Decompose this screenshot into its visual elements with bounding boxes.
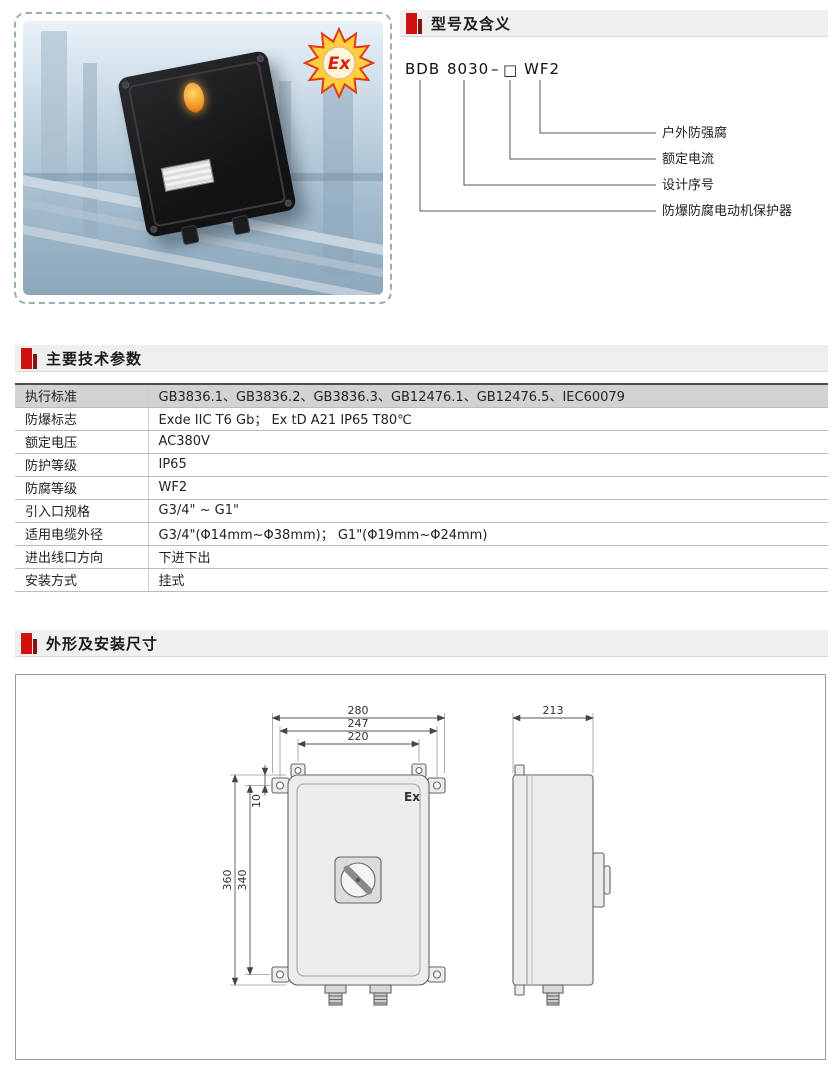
param-label: 引入口规格 [15, 499, 149, 523]
param-value: G3/4"(Φ14mm~Φ38mm)； G1"(Φ19mm~Φ24mm) [148, 522, 828, 546]
params-table: 执行标准 GB3836.1、GB3836.2、GB3836.3、GB12476.… [15, 383, 828, 592]
screw-icon [284, 198, 293, 208]
product-photo-frame: Ex [14, 12, 392, 304]
model-code-box: □ [503, 61, 518, 79]
table-row: 执行标准 GB3836.1、GB3836.2、GB3836.3、GB12476.… [15, 384, 828, 408]
model-code-series: 8030 [447, 60, 489, 78]
table-row: 安装方式 挂式 [15, 568, 828, 592]
callout-line-suffix [539, 80, 656, 134]
cable-gland [324, 984, 347, 994]
dim-width-mounting: 247 [348, 717, 369, 730]
table-row: 防爆标志 Exde IIC T6 Gb； Ex tD A21 IP65 T80℃ [15, 407, 828, 431]
ex-certification-badge: Ex [303, 27, 375, 99]
device-cover [127, 60, 287, 228]
param-value: IP65 [148, 453, 828, 477]
callout-line-series [463, 80, 656, 186]
model-code-suffix: WF2 [524, 60, 560, 78]
section-header-model: 型号及含义 [400, 10, 828, 37]
section-marker-icon [406, 12, 422, 34]
cable-gland [369, 984, 392, 994]
dimension-drawing-box: Ex [15, 674, 826, 1060]
dim-hole-offset: 10 [250, 794, 263, 808]
front-ex-mark: Ex [404, 790, 420, 804]
cable-gland [231, 214, 251, 236]
model-section: 型号及含义 BDB 8030 – □ WF2 户外防强腐 额定电流 设计序号 防… [400, 10, 828, 219]
param-value: WF2 [148, 476, 828, 500]
table-row: 防护等级 IP65 [15, 453, 828, 477]
dim-width-overall: 280 [348, 704, 369, 717]
callout-label-current: 额定电流 [662, 152, 714, 167]
dimension-drawing: Ex [221, 704, 611, 1006]
dim-depth: 213 [543, 704, 564, 717]
section-marker-icon [21, 347, 37, 369]
model-code-prefix: BDB [405, 60, 440, 78]
dim-height-overall: 360 [221, 870, 234, 891]
model-code-dash: – [491, 60, 500, 78]
callout-label-design: 设计序号 [662, 178, 714, 193]
callout-line-box [509, 80, 656, 160]
table-row: 引入口规格 G3/4" ~ G1" [15, 499, 828, 523]
side-view [512, 764, 611, 1006]
callout-line-prefix [419, 80, 656, 212]
dimension-lines [231, 714, 594, 986]
callout-label-corrosion: 户外防强腐 [662, 125, 727, 141]
cable-gland [180, 224, 200, 246]
screw-icon [149, 225, 158, 234]
section-title-params: 主要技术参数 [46, 349, 143, 368]
param-label: 防爆标志 [15, 407, 149, 431]
section-title-dimensions: 外形及安装尺寸 [46, 634, 159, 653]
table-row: 适用电缆外径 G3/4"(Φ14mm~Φ38mm)； G1"(Φ19mm~Φ24… [15, 522, 828, 546]
screw-icon [256, 54, 265, 63]
product-photo: Ex [23, 21, 383, 295]
dim-width-top-holes: 220 [348, 730, 369, 743]
protector-device [116, 49, 298, 246]
param-value: Exde IIC T6 Gb； Ex tD A21 IP65 T80℃ [148, 407, 828, 431]
param-label: 适用电缆外径 [15, 522, 149, 546]
plant-tower [41, 31, 67, 236]
table-row: 额定电压 AC380V [15, 430, 828, 454]
section-header-dimensions: 外形及安装尺寸 [15, 630, 828, 657]
callout-label-product: 防爆防腐电动机保护器 [662, 203, 792, 219]
param-value: AC380V [148, 430, 828, 454]
model-designation-diagram: BDB 8030 – □ WF2 户外防强腐 额定电流 设计序号 防爆防腐电动机… [405, 60, 792, 219]
param-label: 安装方式 [15, 568, 149, 592]
param-label: 防护等级 [15, 453, 149, 477]
cable-gland [542, 984, 564, 994]
extension-lines [230, 713, 594, 986]
ex-badge-text: Ex [328, 54, 352, 74]
section-title-model: 型号及含义 [431, 14, 512, 33]
dim-height-mounting: 340 [236, 870, 249, 891]
table-row: 进出线口方向 下进下出 [15, 545, 828, 569]
param-label: 防腐等级 [15, 476, 149, 500]
param-label: 额定电压 [15, 430, 149, 454]
table-row: 防腐等级 WF2 [15, 476, 828, 500]
param-value: GB3836.1、GB3836.2、GB3836.3、GB12476.1、GB1… [148, 384, 828, 408]
param-label: 执行标准 [15, 384, 149, 408]
param-value: 挂式 [148, 568, 828, 592]
param-value: 下进下出 [148, 545, 828, 569]
section-header-params: 主要技术参数 [15, 345, 828, 372]
param-value: G3/4" ~ G1" [148, 499, 828, 523]
front-view [271, 763, 446, 1006]
param-label: 进出线口方向 [15, 545, 149, 569]
section-marker-icon [21, 632, 37, 654]
